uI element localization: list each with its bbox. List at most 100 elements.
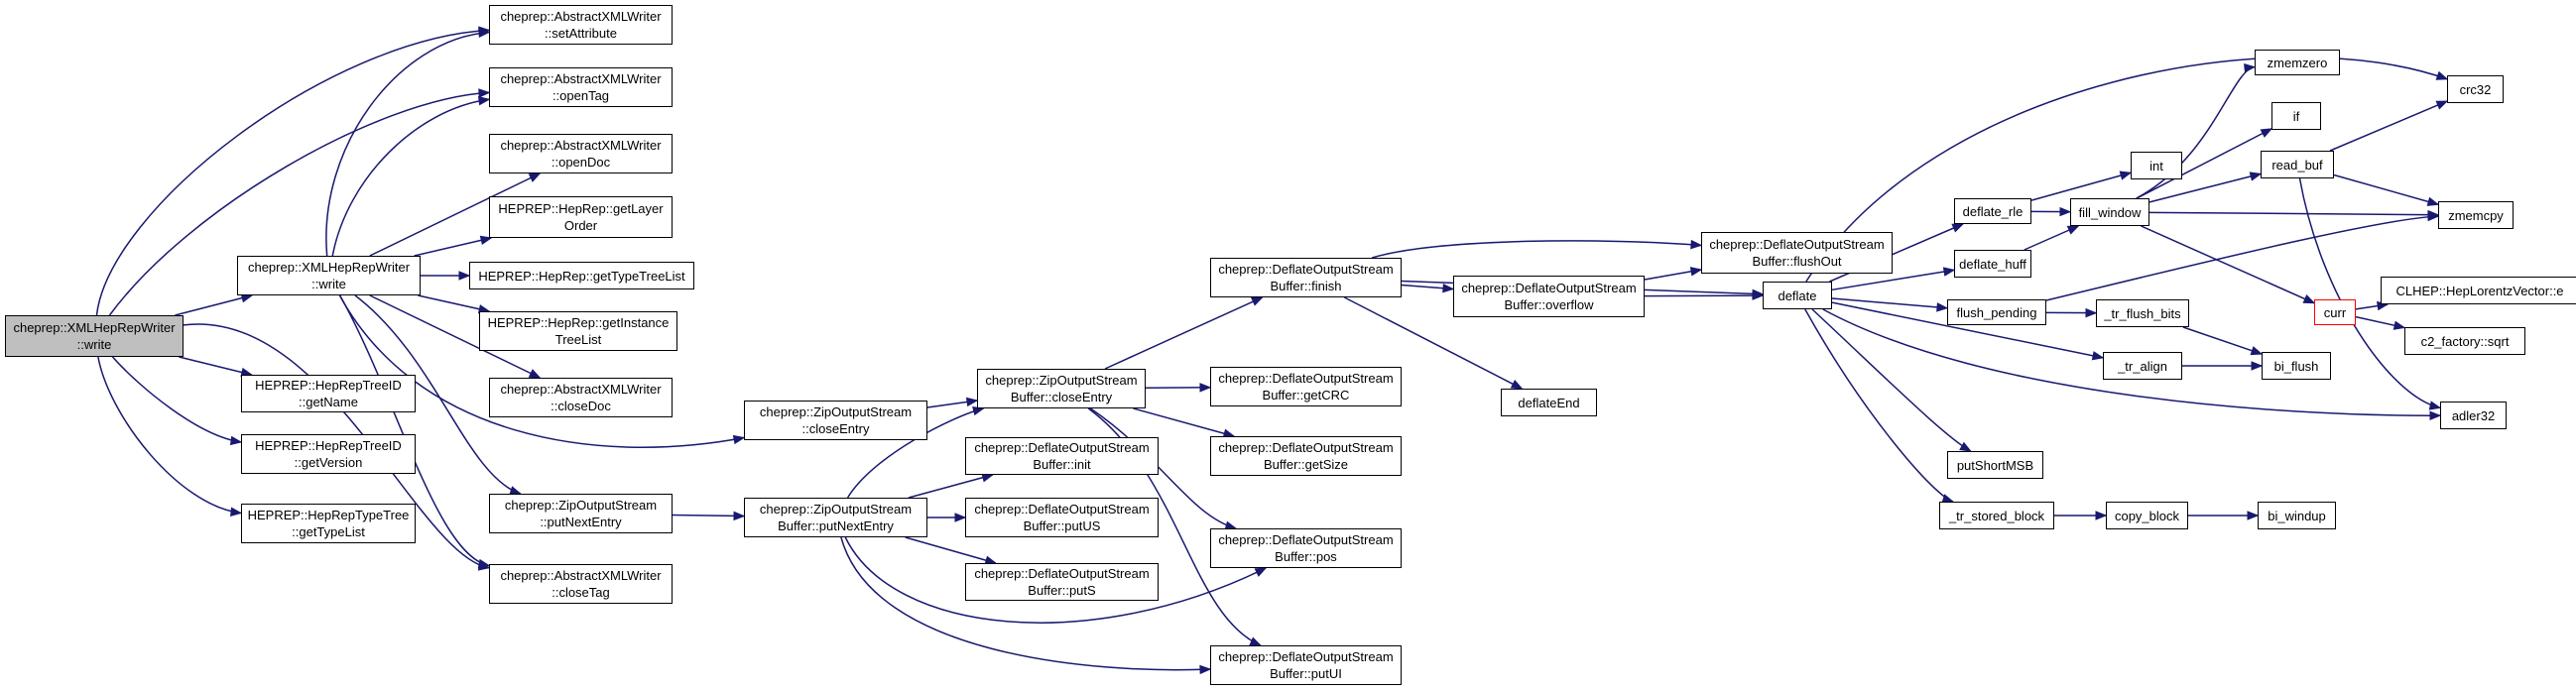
arrowhead — [230, 507, 243, 517]
node-closedoc[interactable]: cheprep::AbstractXMLWriter::closeDoc — [489, 378, 673, 417]
call-edge — [95, 29, 490, 316]
call-edge — [2148, 172, 2262, 203]
arrowhead — [478, 88, 491, 98]
node-lorentz-e[interactable]: CLHEP::HepLorentzVector::e — [2381, 277, 2576, 304]
node-label-line: cheprep::DeflateOutputStream — [1218, 440, 1394, 455]
node-label-line: Buffer::putNextEntry — [778, 518, 894, 533]
node-read-buf[interactable]: read_buf — [2261, 151, 2334, 178]
node-label-line: Buffer::overflow — [1504, 297, 1594, 312]
node-bi-windup[interactable]: bi_windup — [2258, 502, 2336, 529]
arrowhead — [528, 172, 542, 182]
call-edge — [1831, 297, 1948, 309]
node-zmemcpy[interactable]: zmemcpy — [2438, 201, 2514, 229]
node-label-line: cheprep::ZipOutputStream — [759, 502, 913, 517]
node-writemid[interactable]: cheprep::XMLHepRepWriter::write — [237, 256, 421, 295]
arrowhead — [1254, 567, 1268, 577]
call-edge — [97, 356, 242, 515]
node-label-line: cheprep::DeflateOutputStream — [1218, 532, 1394, 547]
call-edge — [2298, 177, 2441, 409]
node-opendoc[interactable]: cheprep::AbstractXMLWriter::openDoc — [489, 134, 673, 173]
node-gettypetreelist[interactable]: HEPREP::HepRep::getTypeTreeList — [469, 262, 694, 289]
arrowhead — [2085, 307, 2098, 318]
node-adler32[interactable]: adler32 — [2440, 402, 2507, 429]
node-bi-flush[interactable]: bi_flush — [2262, 352, 2331, 380]
node-c2-sqrt[interactable]: c2_factory::sqrt — [2404, 327, 2525, 355]
node-tr-stored-block[interactable]: _tr_stored_block — [1939, 502, 2054, 529]
node-putshortmsb[interactable]: putShortMSB — [1947, 451, 2043, 479]
call-edge — [908, 474, 993, 499]
node-closetag[interactable]: cheprep::AbstractXMLWriter::closeTag — [489, 564, 673, 604]
arrowhead — [733, 511, 746, 521]
node-fill-window[interactable]: fill_window — [2070, 198, 2149, 226]
node-putnextentry1[interactable]: cheprep::ZipOutputStream::putNextEntry — [489, 494, 673, 533]
node-label-line: cheprep::AbstractXMLWriter — [500, 568, 662, 583]
node-label-line: cheprep::DeflateOutputStream — [1218, 371, 1394, 386]
node-tr-flush-bits[interactable]: _tr_flush_bits — [2096, 299, 2189, 327]
arrowhead — [2435, 100, 2449, 110]
node-tr-align[interactable]: _tr_align — [2103, 352, 2182, 380]
node-curr[interactable]: curr — [2314, 299, 2356, 325]
node-label-line: HEPREP::HepRep::getInstance — [487, 315, 670, 330]
node-flush-pending[interactable]: flush_pending — [1947, 299, 2046, 325]
node-label-line: ::getVersion — [294, 455, 363, 470]
call-edge — [905, 536, 997, 564]
node-label-line: Buffer::finish — [1270, 279, 1342, 293]
node-getversion[interactable]: HEPREP::HepRepTreeID::getVersion — [241, 434, 416, 474]
arrowhead — [2247, 511, 2260, 520]
node-gettypelist[interactable]: HEPREP::HepRepTypeTree::getTypeList — [241, 504, 416, 543]
node-deflateend[interactable]: deflateEnd — [1501, 389, 1597, 416]
arrowhead — [2427, 209, 2440, 220]
node-opentag[interactable]: cheprep::AbstractXMLWriter::openTag — [489, 67, 673, 107]
node-label-line: crc32 — [2459, 81, 2492, 97]
node-label-line: curr — [2323, 304, 2347, 320]
arrowhead — [1942, 267, 1956, 277]
node-deflate-huff[interactable]: deflate_huff — [1954, 250, 2031, 278]
node-int[interactable]: int — [2131, 152, 2182, 179]
node-setattribute[interactable]: cheprep::AbstractXMLWriter::setAttribute — [489, 5, 673, 45]
call-edge — [338, 294, 745, 449]
arrowhead — [965, 397, 979, 407]
arrowhead — [1442, 283, 1455, 293]
node-zmemzero[interactable]: zmemzero — [2255, 50, 2340, 75]
arrowhead — [1690, 239, 1703, 250]
node-label-line: deflate_rle — [1962, 203, 2024, 219]
node-label-line: HEPREP::HepRepTypeTree — [247, 508, 410, 522]
node-label-line: CLHEP::HepLorentzVector::e — [2395, 283, 2564, 298]
arrowhead — [2091, 351, 2105, 361]
call-edge — [369, 294, 541, 379]
call-edge — [2182, 326, 2263, 355]
node-if[interactable]: if — [2271, 102, 2321, 130]
arrowhead — [1199, 383, 1212, 393]
node-label-line: Buffer::pos — [1275, 549, 1337, 564]
node-closeentry1[interactable]: cheprep::ZipOutputStream::closeEntry — [744, 401, 927, 440]
node-deflate[interactable]: deflate — [1763, 282, 1832, 309]
call-edge — [418, 294, 490, 312]
node-deflate-rle[interactable]: deflate_rle — [1954, 198, 2031, 224]
node-crc32[interactable]: crc32 — [2447, 75, 2504, 103]
node-label-line: TreeList — [554, 332, 602, 347]
node-label-line: ::putNextEntry — [540, 515, 622, 529]
arrowhead — [1936, 302, 1949, 312]
node-label-line: ::write — [76, 337, 112, 352]
node-getname[interactable]: HEPREP::HepRepTreeID::getName — [241, 375, 416, 412]
node-label-line: bi_windup — [2268, 508, 2326, 523]
node-label-line: adler32 — [2451, 407, 2496, 423]
node-copy-block[interactable]: copy_block — [2106, 502, 2188, 529]
arrowhead — [2426, 196, 2440, 206]
call-edge — [2045, 215, 2439, 301]
node-label-line: Order — [563, 218, 598, 233]
